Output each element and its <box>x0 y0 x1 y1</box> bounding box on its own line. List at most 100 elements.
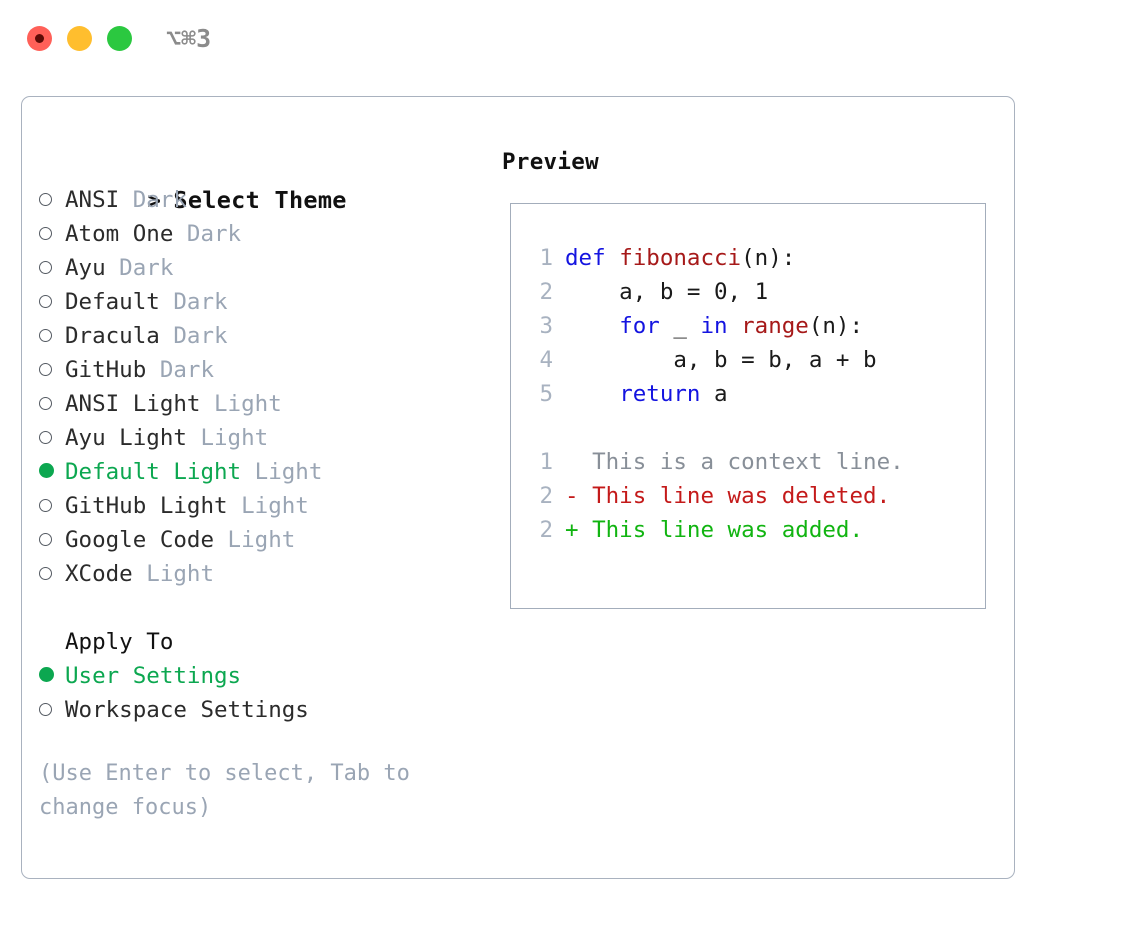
radio-dot <box>39 261 52 274</box>
radio-unselected-icon <box>39 319 65 353</box>
radio-dot <box>39 329 52 342</box>
radio-dot <box>39 431 52 444</box>
apply-to-item[interactable]: Workspace Settings <box>39 693 479 727</box>
code-token: def <box>565 245 620 271</box>
line-number: 1 <box>539 245 553 271</box>
apply-to-label: Workspace Settings <box>65 697 309 723</box>
theme-name: Ayu Light <box>65 425 187 451</box>
theme-name: GitHub Light <box>65 493 228 519</box>
apply-to-item[interactable]: User Settings <box>39 659 479 693</box>
theme-list-item[interactable]: Ayu Light Light <box>39 421 479 455</box>
diff-line: 1 This is a context line. <box>527 445 967 479</box>
code-token <box>565 313 619 339</box>
theme-list-item[interactable]: Dracula Dark <box>39 319 479 353</box>
theme-name: Dracula <box>65 323 160 349</box>
title-bar: ⌥⌘3 <box>0 0 1140 78</box>
radio-unselected-icon <box>39 489 65 523</box>
radio-dot <box>39 363 52 376</box>
radio-dot <box>39 703 52 716</box>
caret-icon: > <box>147 188 161 214</box>
theme-list-item[interactable]: Ayu Dark <box>39 251 479 285</box>
line-number: 2 <box>539 483 553 509</box>
theme-mode-badge: Light <box>227 493 309 519</box>
theme-name: GitHub <box>65 357 147 383</box>
line-number: 2 <box>539 517 553 543</box>
line-number: 2 <box>539 279 553 305</box>
theme-list-item[interactable]: GitHub Dark <box>39 353 479 387</box>
code-line: 3 for _ in range(n): <box>527 309 967 343</box>
radio-unselected-icon <box>39 217 65 251</box>
diff-sign <box>565 449 592 475</box>
radio-unselected-icon <box>39 353 65 387</box>
minimize-button[interactable] <box>67 26 92 51</box>
theme-list-item[interactable]: ANSI Light Light <box>39 387 479 421</box>
code-line: 2 a, b = 0, 1 <box>527 275 967 309</box>
diff-text: This line was deleted. <box>592 483 891 509</box>
theme-name: ANSI Light <box>65 391 201 417</box>
theme-list-item[interactable]: GitHub Light Light <box>39 489 479 523</box>
line-number: 1 <box>539 449 553 475</box>
list-spacer <box>39 591 479 625</box>
theme-list-item[interactable]: Default Dark <box>39 285 479 319</box>
radio-dot <box>39 397 52 410</box>
radio-unselected-icon <box>39 251 65 285</box>
radio-dot <box>39 499 52 512</box>
radio-dot <box>39 227 52 240</box>
diff-text: This line was added. <box>592 517 864 543</box>
code-token: range <box>741 313 809 339</box>
code-token: fibonacci <box>619 245 742 271</box>
radio-dot <box>39 463 54 478</box>
diff-text: This is a context line. <box>592 449 904 475</box>
diff-sign: + <box>565 517 593 543</box>
recording-indicator-icon <box>35 34 44 43</box>
line-number: 3 <box>539 313 553 339</box>
theme-mode-badge: Light <box>241 459 323 485</box>
code-token: in <box>700 313 728 339</box>
theme-picker-header: > Select Theme <box>39 149 479 214</box>
code-token: return <box>619 381 701 407</box>
theme-mode-badge: Dark <box>159 323 228 349</box>
theme-list-item[interactable]: Google Code Light <box>39 523 479 557</box>
theme-mode-badge: Dark <box>173 221 242 247</box>
theme-name: Ayu <box>65 255 106 281</box>
theme-list-item[interactable]: Atom One Dark <box>39 217 479 251</box>
radio-dot <box>39 667 54 682</box>
code-line: 4 a, b = b, a + b <box>527 343 967 377</box>
radio-dot <box>39 295 52 308</box>
theme-mode-badge: Light <box>132 561 215 587</box>
code-token: (n): <box>808 313 864 339</box>
theme-mode-badge: Light <box>186 425 269 451</box>
radio-dot <box>39 567 52 580</box>
maximize-button[interactable] <box>107 26 132 51</box>
theme-picker-title: Select Theme <box>173 186 347 214</box>
radio-unselected-icon <box>39 557 65 591</box>
apply-to-label: User Settings <box>65 663 242 689</box>
theme-list-item[interactable]: XCode Light <box>39 557 479 591</box>
radio-unselected-icon <box>39 285 65 319</box>
code-token <box>728 313 742 339</box>
radio-dot <box>39 193 52 206</box>
radio-unselected-icon <box>39 421 65 455</box>
code-diff-separator <box>527 411 967 445</box>
diff-sign: - <box>565 483 593 509</box>
theme-name: ANSI <box>65 187 120 213</box>
theme-list-item[interactable]: ANSI Dark <box>39 183 479 217</box>
theme-name: XCode <box>65 561 133 587</box>
apply-to-header: Apply To <box>39 625 479 659</box>
preview-title: Preview <box>502 149 599 175</box>
code-token: (n): <box>741 245 796 271</box>
apply-to-title: Apply To <box>65 629 174 655</box>
theme-name: Atom One <box>65 221 174 247</box>
radio-dot <box>39 533 52 546</box>
theme-list-item[interactable]: Default Light Light <box>39 455 479 489</box>
radio-unselected-icon <box>39 693 65 727</box>
theme-mode-badge: Dark <box>105 255 174 281</box>
radio-unselected-icon <box>39 523 65 557</box>
code-token: _ <box>659 313 701 339</box>
